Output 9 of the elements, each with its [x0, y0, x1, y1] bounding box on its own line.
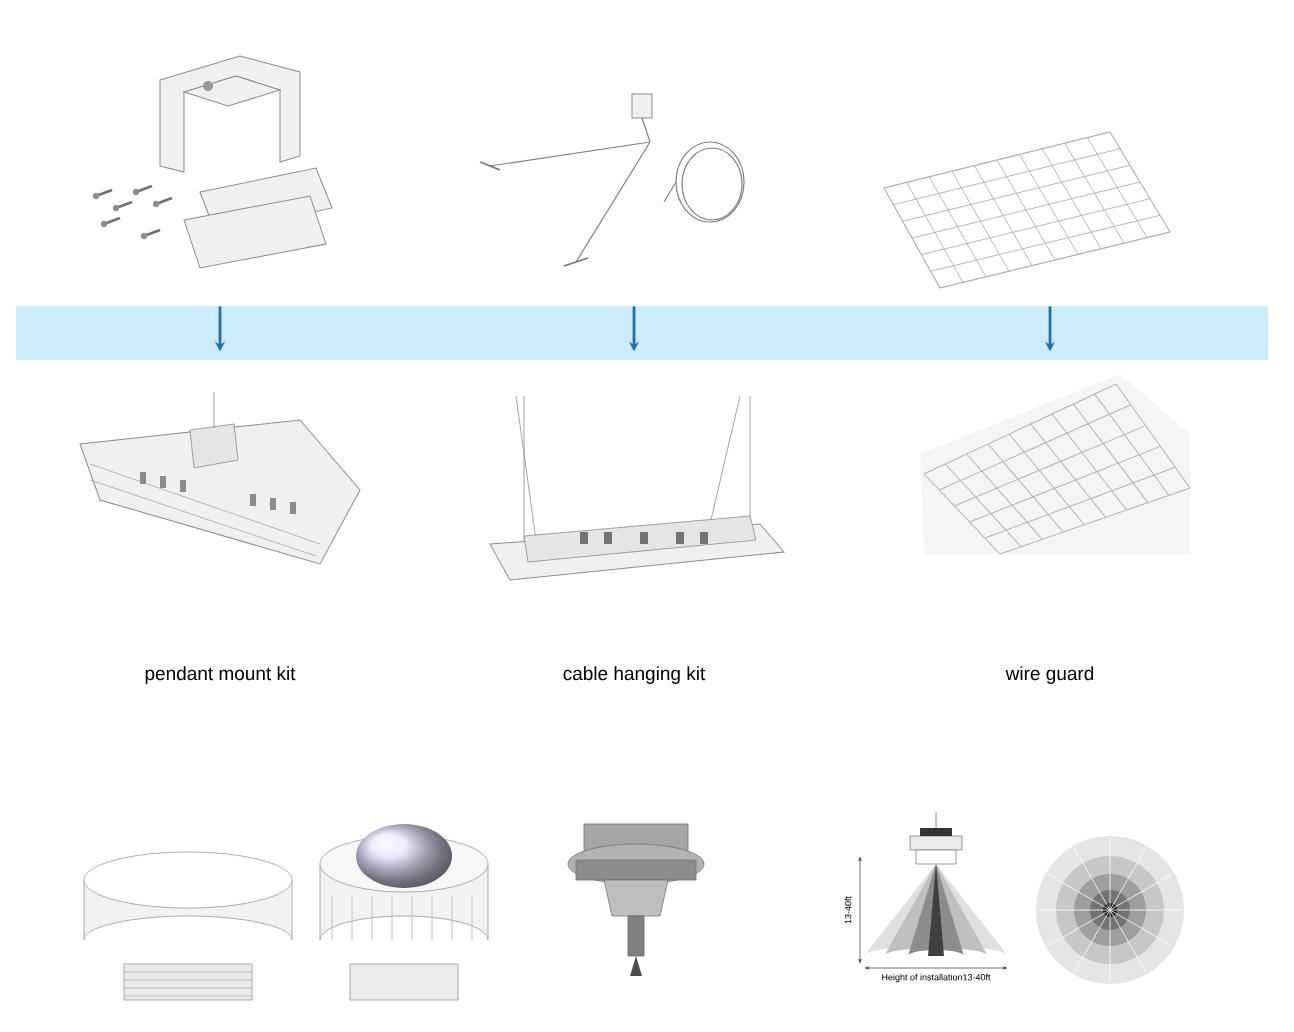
cable-kit-drawing: [479, 93, 745, 267]
product-label: wire guard: [1004, 665, 1096, 685]
wire-grid-drawing: [883, 131, 1171, 289]
hanging-light-drawing: [489, 395, 785, 581]
mounting-bracket-drawing: [92, 55, 333, 269]
product-label: cable hanging kit: [561, 665, 707, 685]
guarded-light-drawing: [920, 374, 1191, 555]
pendant-light-drawing: [79, 391, 361, 565]
product-label: pendant mount kit: [143, 665, 297, 685]
